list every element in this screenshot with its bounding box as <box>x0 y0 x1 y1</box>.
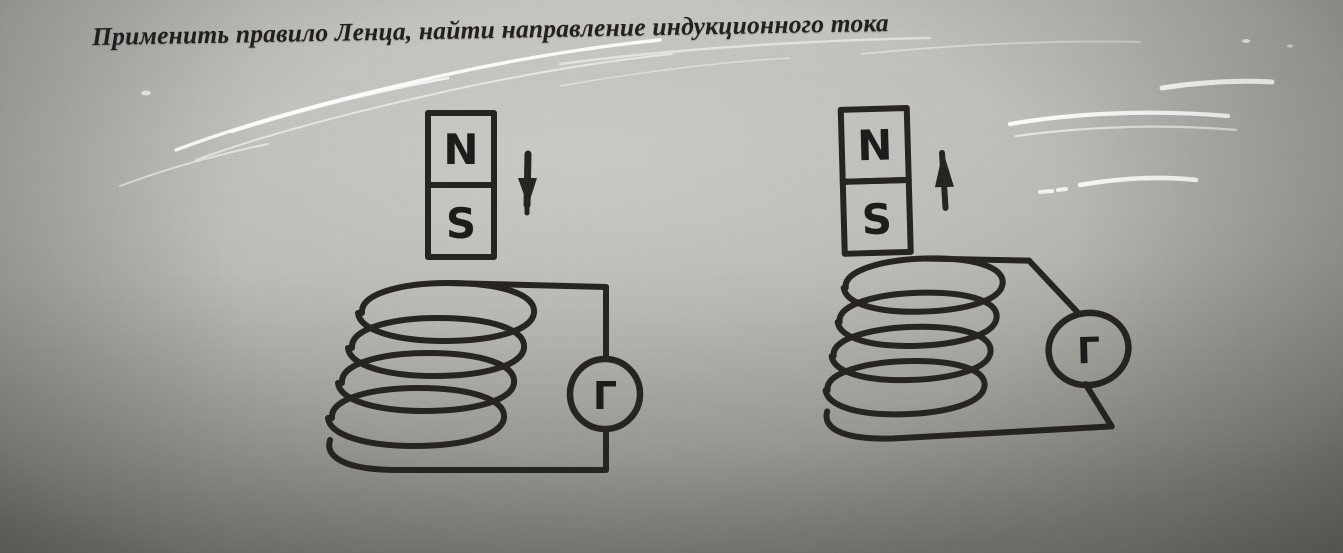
left-circuit: Г <box>566 284 644 473</box>
right-circuit: Г <box>1026 257 1132 430</box>
right-magnet-south-label: S <box>861 194 893 244</box>
left-galvanometer <box>566 355 644 433</box>
right-motion-arrow-up-icon <box>934 150 954 211</box>
right-wire-bottom <box>1082 381 1115 430</box>
right-magnet-south-box <box>839 176 914 257</box>
left-diagram: N S <box>325 110 644 473</box>
left-magnet-south-box <box>425 182 497 260</box>
left-magnet: N S <box>425 110 497 260</box>
right-diagram: N S <box>822 104 1132 442</box>
right-galvanometer <box>1045 309 1132 389</box>
right-magnet: N S <box>837 104 914 257</box>
right-wire-top <box>1026 257 1082 317</box>
left-magnet-north-label: N <box>443 125 478 174</box>
left-galvanometer-label: Г <box>593 374 617 418</box>
left-magnet-south-label: S <box>446 199 476 248</box>
right-magnet-north-label: N <box>857 120 894 170</box>
right-galvanometer-label: Г <box>1077 331 1101 373</box>
right-coil <box>822 255 1115 442</box>
left-coil <box>325 280 609 473</box>
left-motion-arrow-down-icon <box>518 150 537 216</box>
